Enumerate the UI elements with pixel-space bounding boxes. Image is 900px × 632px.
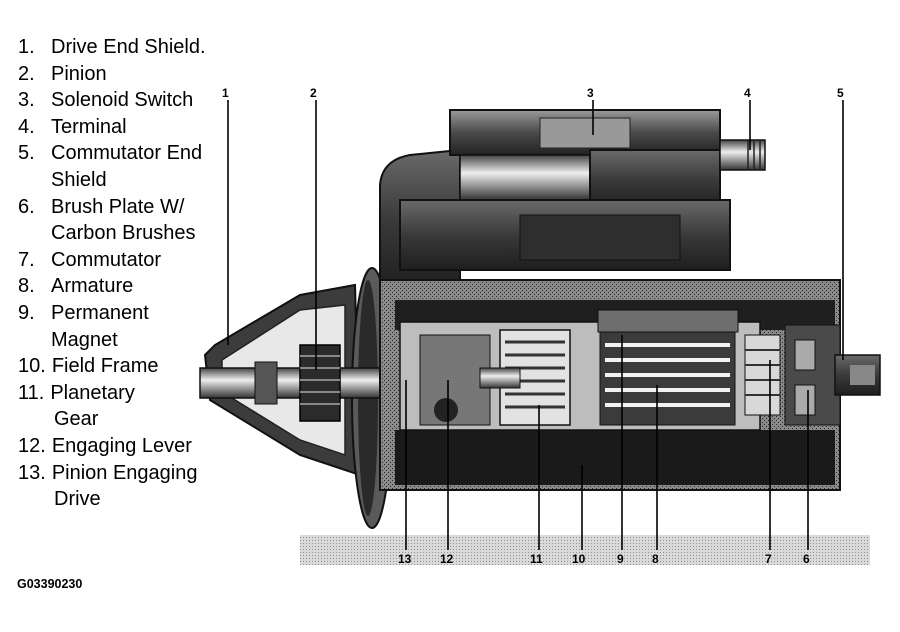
- terminal-stud: [719, 139, 766, 171]
- figure-id: G03390230: [17, 577, 83, 591]
- legend-item-8: 8. Armature: [18, 273, 248, 300]
- callout-10: 10: [572, 552, 586, 566]
- legend-label: Commutator: [51, 248, 162, 271]
- callout-7: 7: [765, 552, 772, 566]
- pinion-gear: [299, 344, 341, 422]
- legend-label: Pinion: [51, 62, 107, 85]
- callout-13: 13: [398, 552, 412, 566]
- legend-item-12: 12.Engaging Lever: [18, 433, 248, 460]
- legend-item-3: 3. Solenoid Switch: [18, 87, 248, 114]
- legend-item-4: 4. Terminal: [18, 114, 248, 141]
- legend-label: Pinion Engaging: [51, 461, 198, 484]
- callout-labels: 1 2 3 4 5 6 7 8 9 10 11 12 13: [222, 86, 844, 566]
- legend-item-7: 7. Commutator: [18, 247, 248, 274]
- callout-11: 11: [530, 552, 543, 566]
- legend-label: Field Frame: [51, 355, 159, 378]
- legend-label: Engaging Lever: [51, 434, 192, 457]
- legend-label-continued: Shield: [51, 168, 107, 191]
- callout-9: 9: [617, 552, 624, 566]
- legend-number: 2.: [18, 62, 35, 85]
- ground-shadow: [300, 535, 870, 565]
- legend-number: 10.: [18, 355, 46, 378]
- legend-number: 5.: [18, 142, 35, 165]
- legend-number: 7.: [18, 248, 35, 271]
- legend-number: 6.: [18, 195, 35, 218]
- callout-3: 3: [587, 86, 594, 100]
- legend-label: Commutator End: [51, 142, 203, 165]
- legend-number: 8.: [18, 275, 35, 298]
- legend-item-2: 2. Pinion: [18, 61, 248, 88]
- legend-label-continued: Drive: [54, 488, 101, 511]
- legend-item-6: 6. Brush Plate W/Carbon Brushes: [18, 194, 248, 247]
- callout-1: 1: [222, 86, 229, 100]
- legend-number: 3.: [18, 89, 35, 112]
- legend-label: Armature: [51, 275, 134, 298]
- legend-label-continued: Magnet: [51, 328, 118, 351]
- legend-label: Brush Plate W/: [51, 195, 185, 218]
- legend-label: Permanent: [51, 301, 149, 324]
- legend-item-10: 10.Field Frame: [18, 353, 248, 380]
- commutator: [744, 334, 781, 416]
- legend-number: 1.: [18, 36, 35, 58]
- solenoid-plunger: [459, 154, 591, 201]
- legend-number: 13.: [18, 461, 46, 484]
- legend-label: Solenoid Switch: [51, 89, 194, 112]
- callout-12: 12: [440, 552, 454, 566]
- legend-label: Terminal: [51, 115, 127, 138]
- callout-8: 8: [652, 552, 659, 566]
- legend-number: 11.: [18, 381, 45, 404]
- legend-label-continued: Carbon Brushes: [51, 222, 196, 245]
- legend-number: 9.: [18, 301, 35, 324]
- permanent-magnet: [597, 309, 739, 333]
- callout-4: 4: [744, 86, 751, 100]
- legend-label-continued: Gear: [54, 408, 99, 431]
- parts-legend: 1. Drive End Shield. 2. Pinion 3. Solenoid Sw…: [18, 34, 248, 513]
- legend-number: 12.: [18, 434, 46, 457]
- legend-label: Drive End Shield.: [51, 36, 206, 58]
- legend-number: 4.: [18, 115, 35, 138]
- callout-6: 6: [803, 552, 810, 566]
- callout-2: 2: [310, 86, 317, 100]
- legend-item-1: 1. Drive End Shield.: [18, 34, 248, 61]
- legend-label: Planetary: [50, 381, 135, 404]
- callout-5: 5: [837, 86, 844, 100]
- callout-leaders: [227, 100, 844, 550]
